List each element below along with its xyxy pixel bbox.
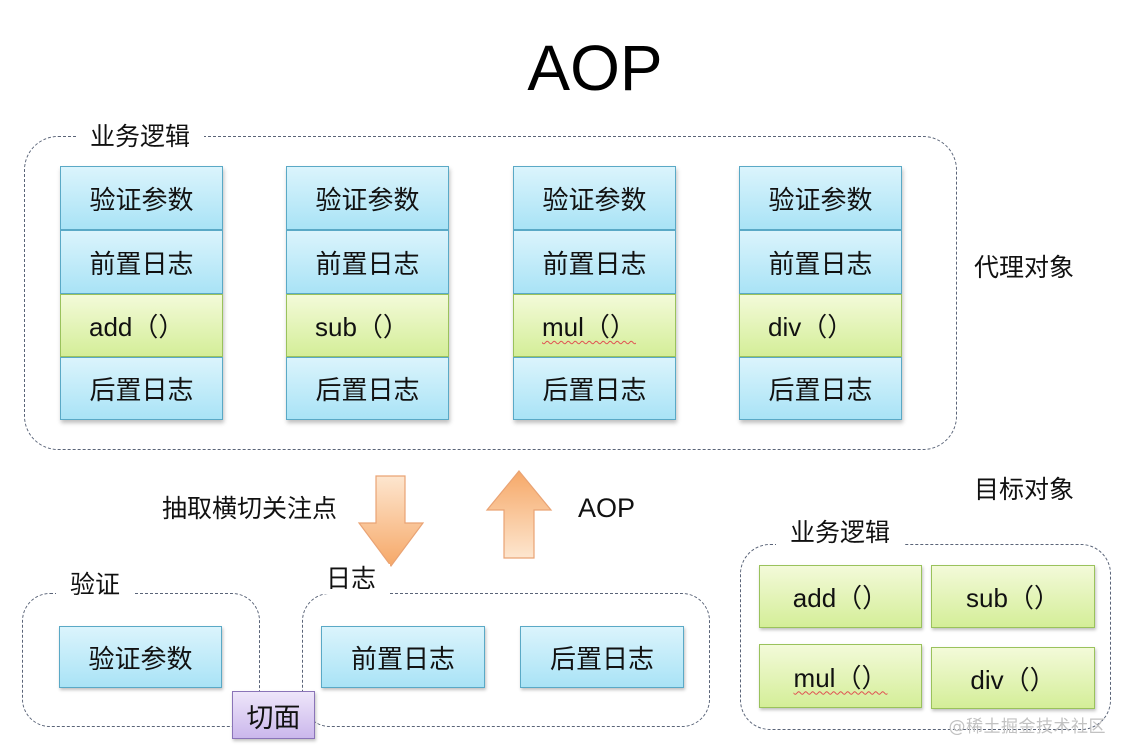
validate-params-cell: 验证参数: [739, 166, 902, 230]
proxy-stack-mul: 验证参数 前置日志 mul（） 后置日志: [513, 166, 676, 420]
target-business-logic-group: [740, 544, 1111, 730]
up-arrow-icon: [485, 470, 553, 559]
proxy-object-label: 代理对象: [974, 253, 1075, 282]
pre-log-cell: 前置日志: [60, 230, 223, 294]
method-cell-mul: mul（）: [513, 294, 676, 357]
post-log-cell: 后置日志: [60, 357, 223, 420]
post-log-aspect-cell: 后置日志: [520, 626, 684, 688]
method-cell-mul-text: mul（）: [542, 312, 636, 342]
validate-params-cell: 验证参数: [513, 166, 676, 230]
target-method-div: div（）: [931, 647, 1095, 709]
logging-aspect-label: 日志: [312, 564, 391, 594]
post-log-cell: 后置日志: [513, 357, 676, 420]
validate-params-cell: 验证参数: [286, 166, 449, 230]
method-cell-sub: sub（）: [286, 294, 449, 357]
watermark: @稀土掘金技术社区: [948, 717, 1106, 737]
extract-cross-cutting-label: 抽取横切关注点: [162, 494, 338, 523]
proxy-stack-add: 验证参数 前置日志 add（） 后置日志: [60, 166, 223, 420]
target-group-label: 业务逻辑: [776, 518, 905, 548]
pre-log-cell: 前置日志: [286, 230, 449, 294]
target-method-mul: mul（）: [759, 644, 922, 708]
post-log-cell: 后置日志: [739, 357, 902, 420]
proxy-stack-div: 验证参数 前置日志 div（） 后置日志: [739, 166, 902, 420]
target-method-sub: sub（）: [931, 565, 1095, 628]
logging-aspect-group: [302, 593, 710, 727]
post-log-cell: 后置日志: [286, 357, 449, 420]
pre-log-cell: 前置日志: [739, 230, 902, 294]
method-cell-add: add（）: [60, 294, 223, 357]
target-method-add: add（）: [759, 565, 922, 628]
validate-params-cell: 验证参数: [60, 166, 223, 230]
proxy-group-label: 业务逻辑: [76, 122, 205, 152]
pre-log-cell: 前置日志: [513, 230, 676, 294]
diagram-title: AOP: [527, 32, 663, 104]
proxy-stack-sub: 验证参数 前置日志 sub（） 后置日志: [286, 166, 449, 420]
validation-aspect-group: [22, 593, 260, 727]
validate-params-aspect-cell: 验证参数: [59, 626, 222, 688]
target-object-label: 目标对象: [974, 475, 1075, 504]
proxy-business-logic-group: [24, 136, 957, 450]
pre-log-aspect-cell: 前置日志: [321, 626, 485, 688]
down-arrow-icon: [357, 475, 425, 568]
aop-arrow-label: AOP: [578, 493, 636, 523]
aspect-badge: 切面: [232, 691, 315, 739]
validation-aspect-label: 验证: [56, 570, 135, 600]
target-method-mul-text: mul（）: [793, 662, 888, 693]
method-cell-div: div（）: [739, 294, 902, 357]
